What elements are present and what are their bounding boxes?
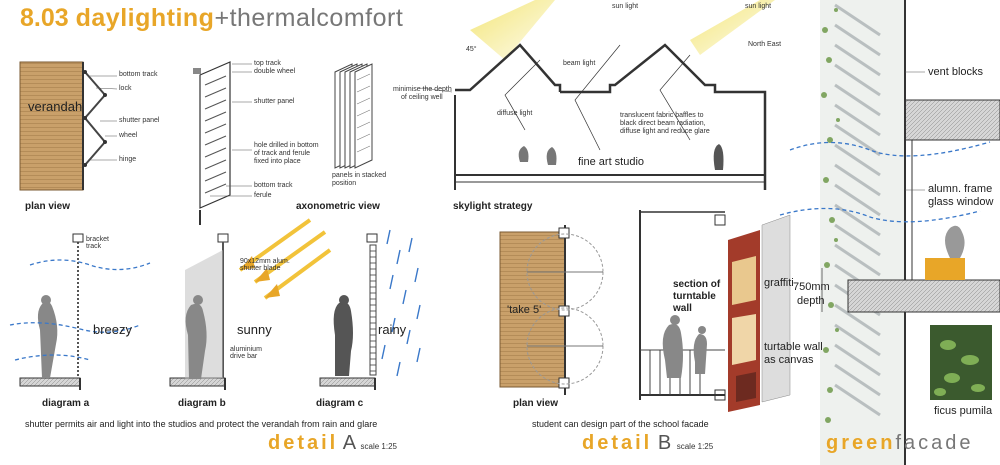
detail-a-note: shutter permits air and light into the s…	[25, 419, 378, 429]
verandah-label: verandah	[28, 99, 83, 114]
label-top-track: top track	[254, 60, 281, 67]
label-track: track	[86, 243, 102, 250]
label-canvas-1: turtable wall	[764, 341, 823, 353]
label-bottom-track-axo: bottom track	[254, 182, 293, 189]
label-wheel: wheel	[119, 132, 138, 139]
caption-skylight: skylight strategy	[453, 201, 533, 212]
label-bar-2: drive bar	[230, 353, 258, 360]
detail-b-letter: B	[657, 432, 672, 454]
label-lock: lock	[119, 85, 132, 92]
label-stacked-1: panels in stacked	[332, 172, 387, 179]
turntable-plan-graphic	[499, 210, 791, 412]
detail-a-word: detail	[268, 432, 339, 454]
diagram-b-graphic	[169, 218, 332, 390]
label-frame-1: alumn. frame	[928, 183, 993, 195]
label-section-1: section of	[673, 279, 721, 290]
gf-facade: facade	[895, 432, 974, 454]
label-section-3: wall	[673, 303, 692, 314]
caption-plan-view-a: plan view	[25, 201, 71, 212]
label-ficus: ficus pumila	[934, 405, 993, 417]
label-hole-1: hole drilled in bottom	[254, 142, 319, 149]
label-take-5: 'take 5'	[507, 304, 542, 316]
label-vent-blocks: vent blocks	[928, 66, 984, 78]
label-minimise-1: minimise the depth	[393, 86, 452, 93]
label-hole-3: fixed into place	[254, 158, 301, 165]
label-sun-light-1: sun light	[612, 3, 639, 10]
label-bracket: bracket	[86, 236, 109, 243]
word-sunny: sunny	[237, 322, 272, 337]
green-facade-graphic	[779, 0, 1000, 465]
label-baffle-1: translucent fabric baffles to	[620, 112, 704, 119]
label-section-2: turntable	[673, 291, 716, 302]
diagram-a-graphic	[9, 233, 151, 390]
title-plus: +	[214, 4, 230, 32]
label-blade-2: shutter blade	[240, 265, 281, 272]
label-bar-1: aluminium	[230, 346, 262, 353]
label-depth-1: 750mm	[793, 281, 830, 293]
diagram-c-graphic	[319, 229, 421, 390]
detail-a-scale: scale 1:25	[360, 442, 397, 451]
detail-a-heading: detail A scale 1:25	[268, 432, 397, 455]
label-bottom-track: bottom track	[119, 71, 158, 78]
label-double-wheel: double wheel	[254, 68, 296, 75]
label-hole-2: of track and ferule	[254, 150, 311, 157]
label-shutter-panel-axo: shutter panel	[254, 98, 295, 105]
label-minimise-2: of ceiling well	[401, 94, 443, 101]
detail-b-word: detail	[582, 432, 653, 454]
label-shutter-panel: shutter panel	[119, 117, 160, 124]
label-diffuse-light: diffuse light	[497, 110, 533, 117]
label-hinge: hinge	[119, 156, 137, 163]
word-breezy: breezy	[93, 322, 133, 337]
detail-a-letter: A	[342, 432, 355, 454]
caption-axonometric: axonometric view	[296, 201, 380, 212]
axonometric-shutter	[193, 61, 373, 225]
label-north-east: North East	[748, 41, 782, 48]
label-angle: 45°	[466, 46, 477, 53]
label-ferule: ferule	[254, 192, 272, 199]
word-rainy: rainy	[378, 322, 407, 337]
label-blade-1: 90x12mm alum.	[240, 258, 290, 265]
label-graffiti: graffiti	[764, 277, 794, 289]
caption-diagram-b: diagram b	[178, 398, 226, 409]
label-baffle-3: diffuse light and reduce glare	[620, 128, 710, 135]
label-depth-2: depth	[797, 295, 825, 307]
label-canvas-2: as canvas	[764, 354, 814, 366]
detail-b-scale: scale 1:25	[676, 442, 714, 451]
label-fine-art-studio: fine art studio	[578, 156, 645, 168]
gf-green: green	[826, 432, 896, 454]
page-title: 8.03 daylighting+thermalcomfort	[20, 4, 403, 33]
label-frame-2: glass window	[928, 196, 994, 208]
label-stacked-2: position	[332, 180, 357, 187]
label-beam-light: beam light	[563, 60, 596, 67]
title-thermalcomfort: thermalcomfort	[229, 4, 404, 32]
title-number: 8.03	[20, 4, 69, 32]
plan-view-verandah	[19, 61, 118, 191]
detail-b-heading: detail B scale 1:25	[582, 432, 713, 455]
caption-diagram-c: diagram c	[316, 398, 364, 409]
detail-b-note: student can design part of the school fa…	[532, 419, 709, 429]
label-baffle-2: black direct beam radiation,	[620, 120, 706, 127]
title-daylighting: daylighting	[75, 4, 215, 32]
caption-plan-view-b: plan view	[513, 398, 559, 409]
label-sun-light-2: sun light	[745, 3, 772, 10]
caption-diagram-a: diagram a	[42, 398, 90, 409]
green-facade-heading: greenfacade	[826, 432, 974, 455]
skylight-section	[419, 0, 775, 190]
